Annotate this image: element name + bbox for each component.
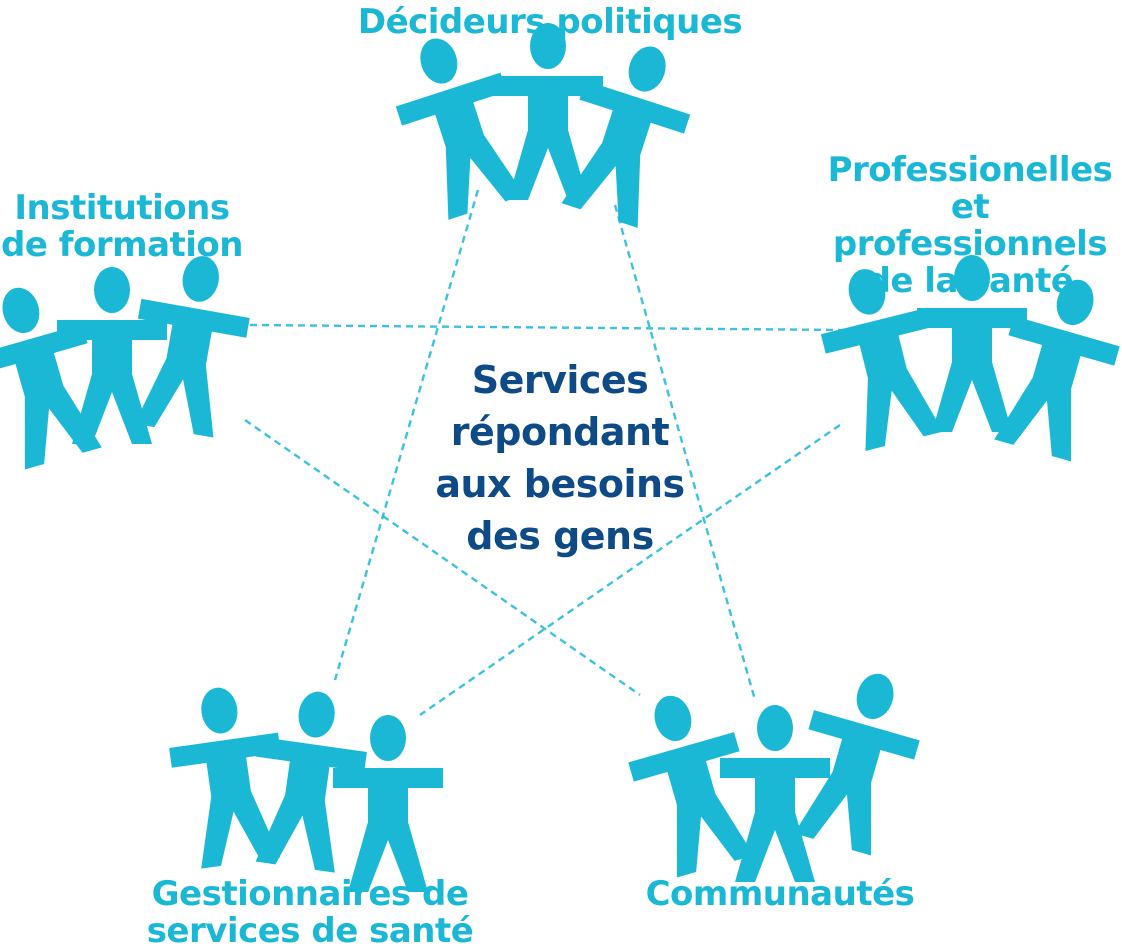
paper-doll-chain-gestionnaires-3-icon <box>333 715 443 892</box>
group-decideurs <box>379 22 707 233</box>
label-professionnels: Professionelles et professionnels de la … <box>827 150 1113 301</box>
connector-line-4 <box>244 419 641 696</box>
paper-doll-chain-decideurs-3-icon <box>547 30 707 233</box>
connector-line-5 <box>419 424 841 716</box>
label-decideurs: Décideurs politiques <box>357 2 743 42</box>
group-institutions <box>0 246 259 474</box>
connector-line-1 <box>333 189 480 681</box>
connector-line-3 <box>249 323 846 332</box>
group-gestionnaires <box>161 680 443 892</box>
connector-line-2 <box>613 204 757 701</box>
group-communautes <box>613 659 935 882</box>
label-gestionnaires: Gestionnaires de services de santé <box>146 874 474 951</box>
label-institutions: Institutions de formation <box>1 188 244 265</box>
connector-lines <box>244 189 846 716</box>
center-title: Services répondant aux besoins des gens <box>435 358 685 558</box>
label-communautes: Communautés <box>645 874 915 914</box>
